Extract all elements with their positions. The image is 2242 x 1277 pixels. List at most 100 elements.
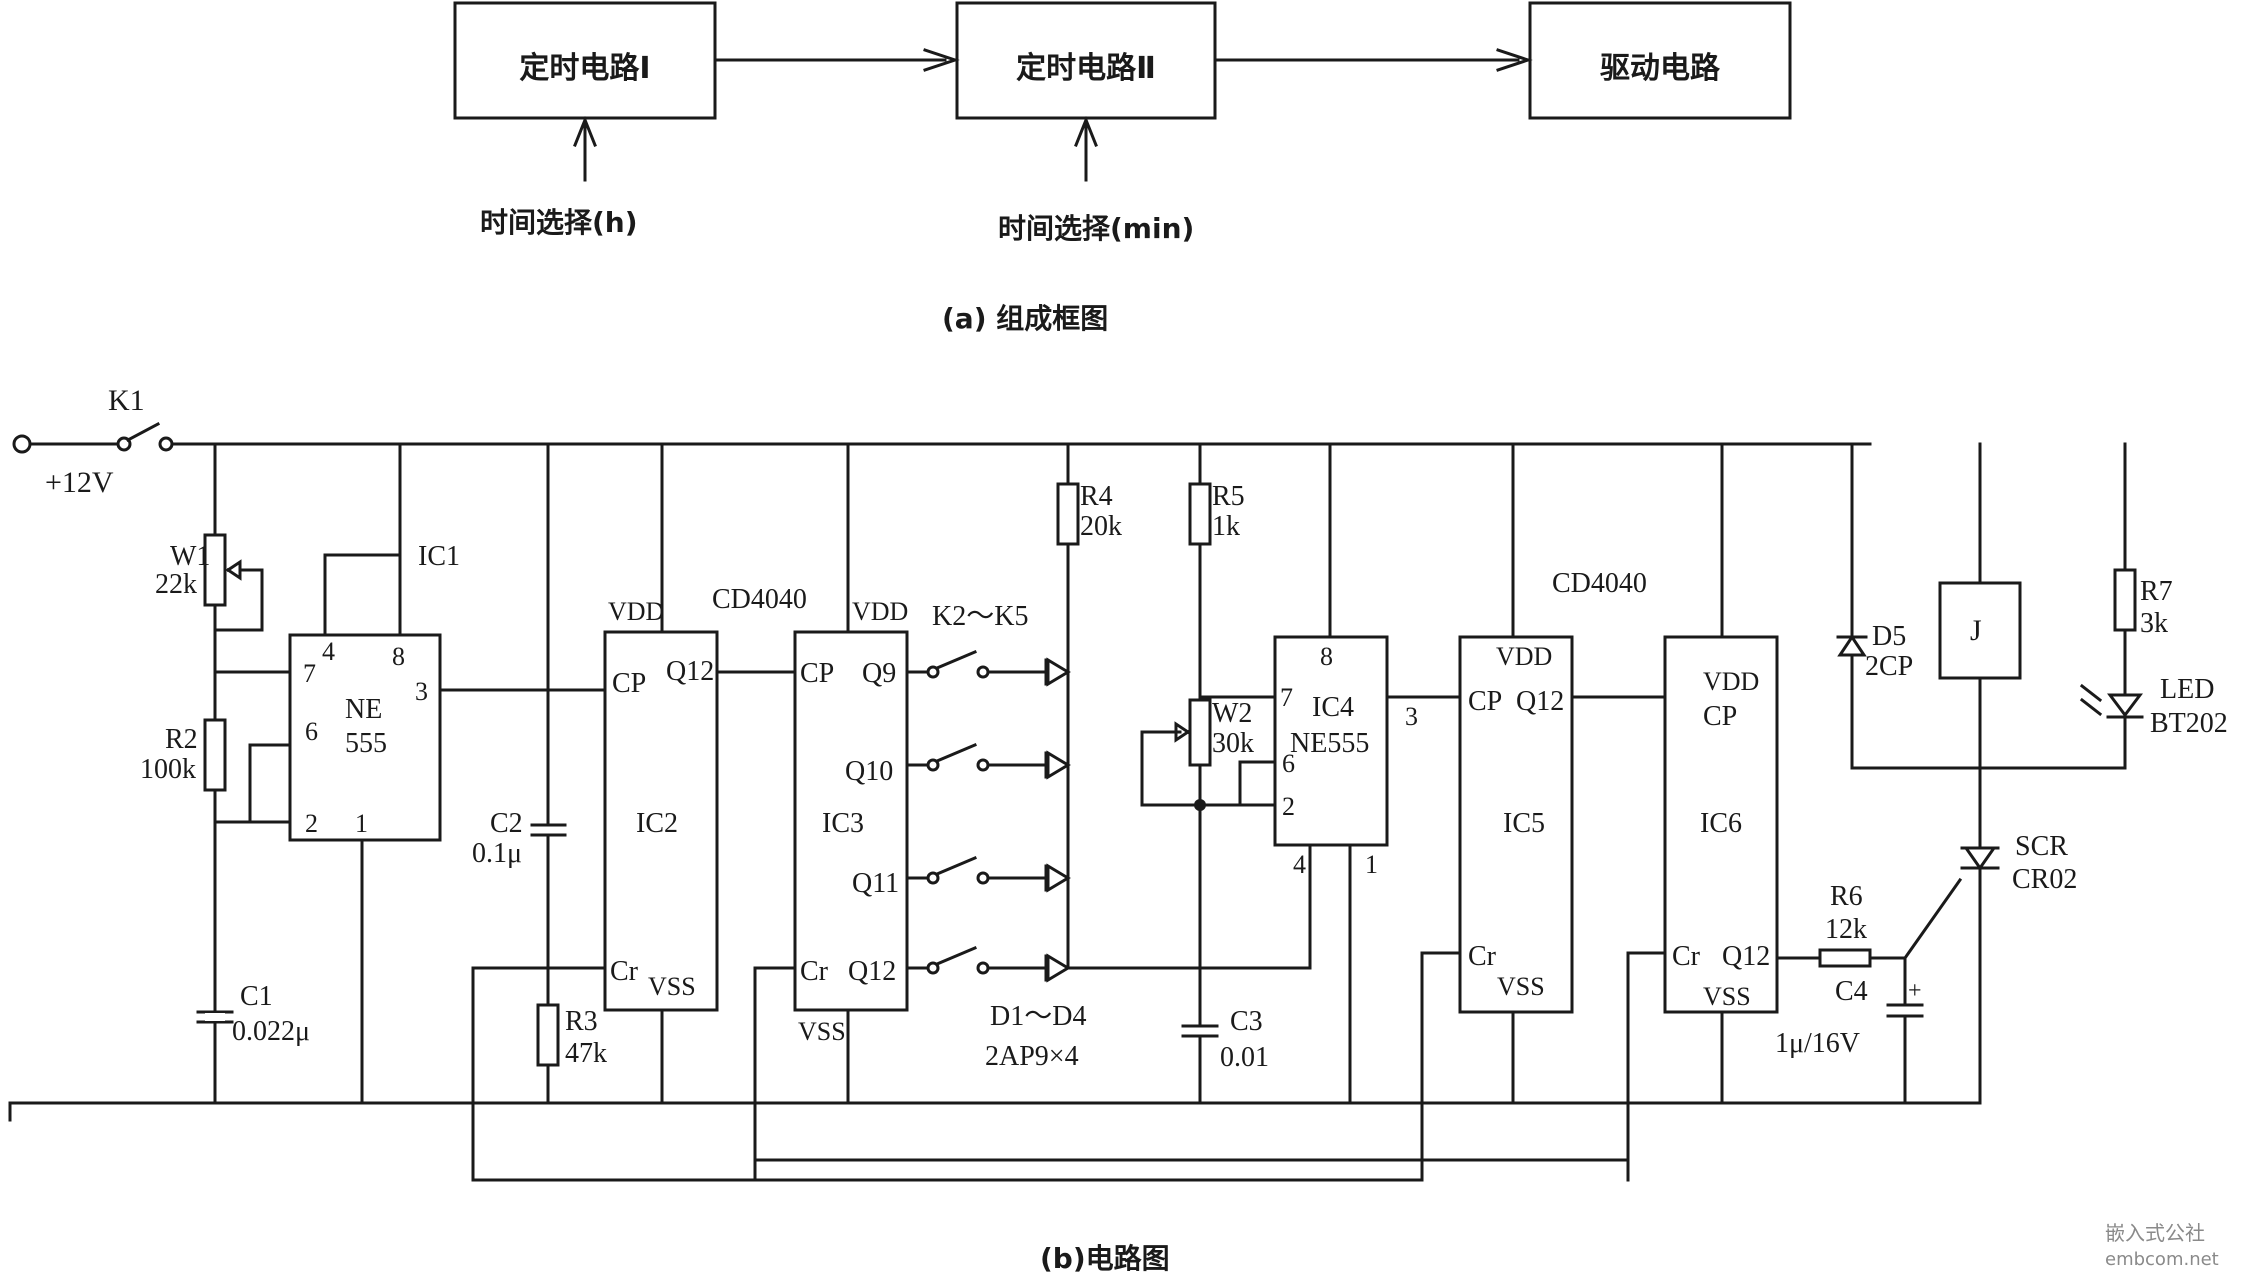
ic3-q12: Q12 (848, 956, 896, 987)
ic6-cr: Cr (1672, 941, 1701, 972)
resistor-r4 (1056, 482, 1080, 546)
ic2-vss: VSS (648, 972, 696, 1001)
r2-ref: R2 (165, 724, 198, 755)
ic1-pin6: 6 (305, 717, 318, 746)
d1d4-value: 2AP9×4 (985, 1041, 1079, 1072)
block-timer-1 (453, 1, 717, 120)
d1d4-ref: D1～D4 (990, 1001, 1086, 1032)
led-ref: LED (2160, 674, 2214, 705)
arrow-head (573, 115, 597, 147)
switch-k1 (125, 421, 161, 443)
led-value: BT202 (2150, 708, 2228, 739)
cd4040-label-a: CD4040 (712, 584, 807, 615)
time-select-min-label: 时间选择(min) (998, 212, 1194, 245)
circuit-diagram: K1 +12V W1 22k R2 100k C1 0.022μ IC1 4 8… (8, 384, 2228, 1275)
ic4-pin4: 4 (1293, 850, 1306, 879)
r6-value: 12k (1825, 914, 1867, 945)
ic6-q12: Q12 (1722, 941, 1770, 972)
cap-gap (1190, 1026, 1210, 1036)
ic4-pin2: 2 (1282, 792, 1295, 821)
block-driver (1528, 1, 1792, 120)
c1-ref: C1 (240, 981, 273, 1012)
ic1-ref: IC1 (418, 541, 460, 572)
d5-ref: D5 (1872, 621, 1906, 652)
ic6-vdd: VDD (1703, 667, 1759, 696)
wire-ic6-cr (1626, 951, 1667, 1182)
c3-ref: C3 (1230, 1006, 1263, 1037)
d5-value: 2CP (1865, 651, 1913, 682)
watermark: 嵌入式公社 embcom.net (2105, 1221, 2219, 1270)
ic4-pin8: 8 (1320, 642, 1333, 671)
led-bt202 (2107, 693, 2143, 718)
ic1-pin7: 7 (303, 659, 316, 688)
arrow-head (923, 48, 960, 72)
c3-value: 0.01 (1220, 1042, 1269, 1073)
ic5-q12: Q12 (1516, 686, 1564, 717)
ic4-pin3: 3 (1405, 702, 1418, 731)
ic2-cd4040 (603, 630, 719, 1012)
ic4-name: NE555 (1290, 728, 1369, 759)
supply-label: +12V (45, 466, 114, 499)
ic2-cr: Cr (610, 956, 639, 987)
ic2-cp: CP (612, 668, 646, 699)
ic1-pin8: 8 (392, 642, 405, 671)
k1-contact (158, 436, 174, 452)
reset-bus (471, 966, 1424, 1182)
ic4-pin7: 7 (1280, 683, 1293, 712)
resistor-r3 (536, 1003, 560, 1067)
scr-ref: SCR (2015, 831, 2068, 862)
ic4-ne555 (1273, 635, 1389, 847)
k1-label: K1 (108, 384, 145, 417)
block-timer-2-label: 定时电路Ⅱ (1016, 51, 1156, 86)
ic3-q11: Q11 (852, 868, 899, 899)
cap-gap (538, 825, 560, 835)
r4-ref: R4 (1080, 481, 1113, 512)
ic3-ref: IC3 (822, 808, 864, 839)
r6-ref: R6 (1830, 881, 1863, 912)
ic5-ref: IC5 (1503, 808, 1545, 839)
ic5-vss: VSS (1497, 972, 1545, 1001)
led-ray (2079, 697, 2103, 717)
r3-ref: R3 (565, 1006, 598, 1037)
arrow-head (1496, 48, 1533, 72)
r5-value: 1k (1212, 511, 1240, 542)
ic6-cd4040 (1663, 635, 1779, 1014)
ic3-vss: VSS (798, 1017, 846, 1046)
ic1-pin4: 4 (322, 637, 335, 666)
resistor-r7 (2113, 568, 2137, 632)
caption-a: (a) 组成框图 (942, 302, 1108, 335)
w1-value: 22k (155, 569, 197, 600)
ic3-cr: Cr (800, 956, 829, 987)
arrow-head (1074, 115, 1098, 147)
wire-ic4-pin6 (1238, 760, 1277, 807)
pot-w2 (1188, 698, 1212, 767)
resistor-r6 (1818, 948, 1872, 968)
ic6-ref: IC6 (1700, 808, 1742, 839)
ic2-vdd: VDD (608, 597, 664, 626)
led-ray (2079, 683, 2103, 703)
c4-value: 1μ/16V (1775, 1028, 1860, 1059)
switch-diode-row-q12 (905, 946, 1071, 983)
cd4040-label-b: CD4040 (1552, 568, 1647, 599)
c4-ref: C4 (1835, 976, 1868, 1007)
ic5-vdd: VDD (1496, 642, 1552, 671)
ic6-vss: VSS (1703, 982, 1751, 1011)
w2-wiper (1140, 730, 1202, 807)
ic5-cd4040 (1458, 635, 1574, 1014)
ic1-ne555 (288, 633, 442, 842)
watermark-line1: 嵌入式公社 (2105, 1221, 2205, 1245)
switch-diode-row-q9 (905, 650, 1071, 687)
diode-d5 (1837, 634, 1867, 657)
resistor-r2 (203, 718, 227, 792)
ic1-pin2: 2 (305, 809, 318, 838)
c1-value: 0.022μ (232, 1016, 310, 1047)
wire-scr-gate (1902, 877, 1963, 961)
r4-value: 20k (1080, 511, 1122, 542)
ic3-cd4040 (793, 630, 909, 1012)
r3-value: 47k (565, 1038, 607, 1069)
supply-terminal (12, 434, 32, 454)
k2k5-label: K2～K5 (932, 601, 1028, 632)
wire-ic5-cr (1420, 951, 1462, 1182)
ic2-q12: Q12 (666, 656, 714, 687)
